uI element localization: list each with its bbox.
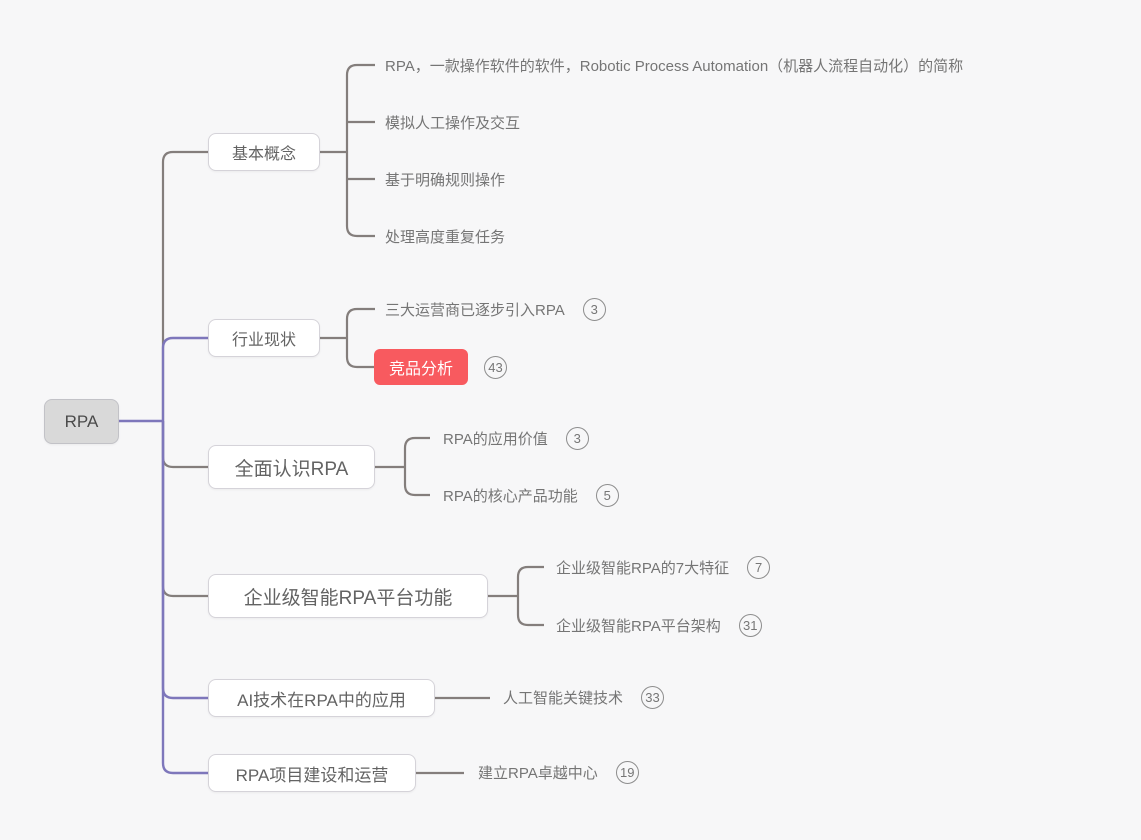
leaf-text: 人工智能关键技术: [503, 689, 624, 707]
leaf-text: 三大运营商已逐步引入RPA: [385, 301, 565, 319]
branch-node-label: 全面认识RPA: [234, 458, 349, 480]
leaf-text: 处理高度重复任务: [385, 228, 506, 246]
root-node-label: RPA: [64, 411, 99, 431]
count-badge[interactable]: 3: [565, 426, 589, 450]
leaf-text: RPA的应用价值: [443, 430, 548, 448]
count-badge[interactable]: 19: [615, 760, 639, 784]
connector-children-basic-concepts: [320, 63, 375, 238]
leaf-text: 基于明确规则操作: [385, 171, 506, 189]
count-badge[interactable]: 7: [747, 555, 771, 579]
leaf-text: RPA，一款操作软件的软件，Robotic Process Automation…: [385, 57, 964, 75]
leaf-text: 企业级智能RPA平台架构: [556, 617, 721, 635]
leaf-rpa-center-of-excellence[interactable]: 建立RPA卓越中心 19: [478, 758, 639, 786]
count-badge[interactable]: 33: [641, 685, 665, 709]
leaf-text: 企业级智能RPA的7大特征: [556, 559, 730, 577]
branch-node-industry-status[interactable]: 行业现状: [208, 319, 320, 357]
connector-branch-basic-concepts: [161, 150, 208, 421]
leaf-text: 模拟人工操作及交互: [385, 114, 521, 132]
connector-branch-enterprise-platform: [161, 421, 208, 598]
highlighted-topic[interactable]: 竞品分析: [374, 349, 469, 385]
branch-node-ai-tech[interactable]: AI技术在RPA中的应用: [208, 679, 435, 717]
count-badge[interactable]: 31: [738, 613, 762, 637]
leaf-repetitive-tasks[interactable]: 处理高度重复任务: [385, 222, 505, 250]
leaf-carriers-adopt-rpa[interactable]: 三大运营商已逐步引入RPA 3: [385, 295, 606, 323]
branch-node-enterprise-platform[interactable]: 企业级智能RPA平台功能: [208, 574, 488, 618]
branch-node-label: 行业现状: [231, 332, 296, 349]
leaf-text: 建立RPA卓越中心: [478, 764, 598, 782]
connector-children-understand-rpa: [375, 436, 430, 497]
count-badge[interactable]: 3: [582, 297, 606, 321]
leaf-rpa-core-product-features[interactable]: RPA的核心产品功能 5: [443, 481, 619, 509]
leaf-competitor-analysis[interactable]: 竞品分析 43: [374, 349, 508, 385]
connector-branch-rpa-project: [161, 421, 208, 775]
branch-node-basic-concepts[interactable]: 基本概念: [208, 133, 320, 171]
connector-children-enterprise-platform: [488, 565, 544, 627]
leaf-enterprise-rpa-7-features[interactable]: 企业级智能RPA的7大特征 7: [556, 553, 771, 581]
leaf-rpa-application-value[interactable]: RPA的应用价值 3: [443, 424, 589, 452]
branch-node-rpa-project[interactable]: RPA项目建设和运营: [208, 754, 416, 792]
branch-node-understand-rpa[interactable]: 全面认识RPA: [208, 445, 375, 489]
connector-branch-industry-status: [161, 336, 208, 421]
connector-branch-understand-rpa: [161, 421, 208, 469]
leaf-rpa-definition[interactable]: RPA，一款操作软件的软件，Robotic Process Automation…: [385, 51, 963, 79]
leaf-rule-based[interactable]: 基于明确规则操作: [385, 165, 505, 193]
leaf-simulate-human[interactable]: 模拟人工操作及交互: [385, 108, 520, 136]
root-node-rpa[interactable]: RPA: [44, 399, 119, 444]
leaf-text: RPA的核心产品功能: [443, 487, 578, 505]
count-badge[interactable]: 43: [484, 355, 508, 379]
connector-branch-ai-tech: [161, 421, 208, 700]
connector-children-industry-status: [320, 307, 375, 369]
branch-node-label: AI技术在RPA中的应用: [237, 690, 406, 710]
branch-node-label: 基本概念: [231, 146, 296, 163]
branch-node-label: RPA项目建设和运营: [235, 765, 389, 785]
leaf-enterprise-rpa-architecture[interactable]: 企业级智能RPA平台架构 31: [556, 611, 762, 639]
branch-node-label: 企业级智能RPA平台功能: [243, 587, 453, 609]
count-badge[interactable]: 5: [595, 483, 619, 507]
leaf-ai-key-technologies[interactable]: 人工智能关键技术 33: [503, 683, 665, 711]
